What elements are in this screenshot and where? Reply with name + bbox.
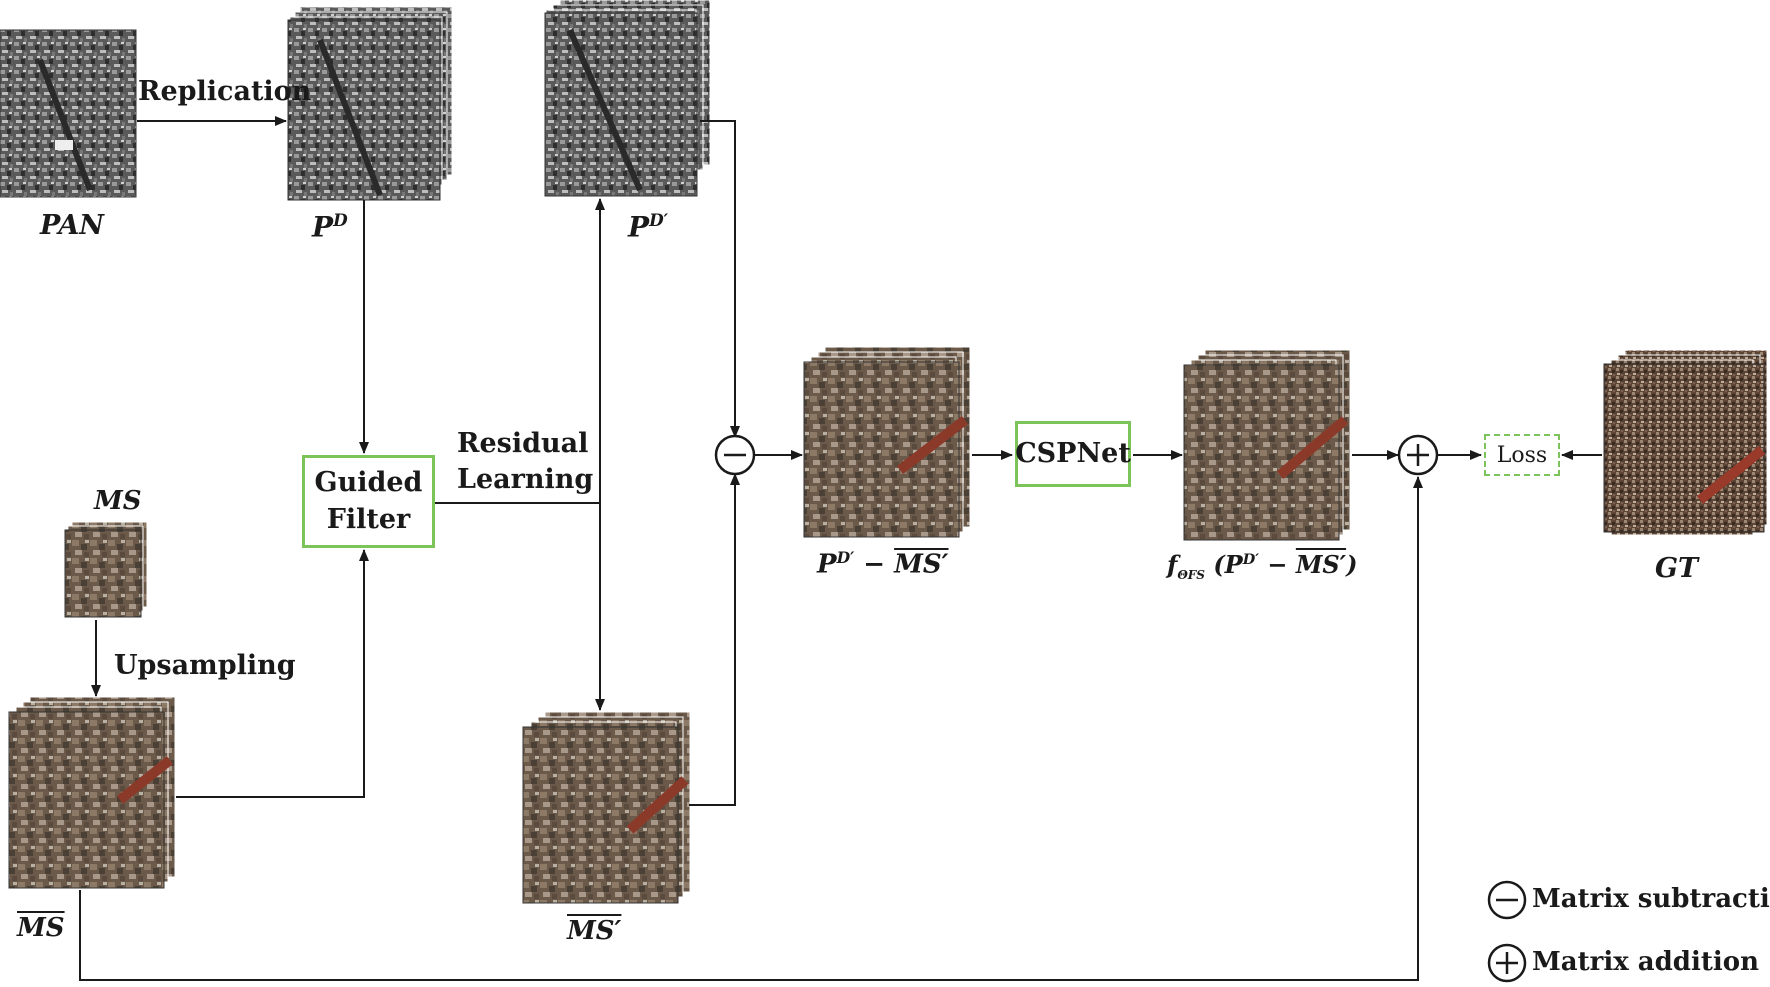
gt-label: GT — [1655, 553, 1699, 584]
loss-block: Loss — [1484, 434, 1560, 476]
guided-filter-line2: Filter — [326, 503, 411, 535]
arrow-pdp-to-sub — [700, 120, 740, 438]
legend-addition-label: Matrix addition — [1532, 947, 1759, 977]
ms-prime-image-stack — [522, 711, 691, 904]
ms-label: MS — [94, 486, 142, 516]
f-label-arg-sup: D′ — [1242, 551, 1260, 568]
gt-image-stack — [1603, 349, 1768, 536]
f-label-name: f — [1167, 550, 1178, 579]
f-label: fΘFS (PD′ − MS′) — [1167, 550, 1358, 582]
pd-label-sup: D — [333, 210, 348, 230]
f-label-arg-ms: MS′ — [1295, 550, 1347, 579]
f-label-arg-p: (P — [1204, 550, 1243, 579]
diff-label-ms: MS′ — [894, 549, 949, 580]
f-label-arg-minus: − — [1259, 550, 1296, 579]
ms-up-image-stack — [8, 696, 176, 889]
pdp-image-stack — [544, 0, 711, 197]
subtraction-operator — [714, 434, 756, 476]
loss-label: Loss — [1496, 442, 1548, 468]
pan-image — [0, 29, 137, 198]
diff-label: PD′ − MS′ — [817, 550, 949, 578]
pd-image-stack — [287, 6, 453, 201]
f-label-sub: ΘFS — [1177, 567, 1205, 582]
pdp-label-sup: D′ — [649, 210, 669, 230]
legend-subtraction-icon — [1487, 880, 1527, 920]
ms-prime-label: MS′ — [567, 916, 622, 946]
arrow-msup-to-add — [79, 476, 1423, 981]
upsampling-label: Upsampling — [114, 650, 296, 681]
f-output-image-stack — [1183, 349, 1351, 541]
arrow-msup-to-guided — [176, 549, 369, 798]
diff-label-sup: D′ — [836, 548, 855, 567]
residual-label-line1: Residual — [457, 428, 589, 459]
addition-operator — [1397, 434, 1439, 476]
residual-label-line2: Learning — [457, 464, 594, 495]
pd-label: PD — [312, 212, 348, 241]
legend-addition-icon — [1487, 943, 1527, 983]
legend-subtraction-label: Matrix subtraction — [1532, 884, 1770, 914]
pan-label: PAN — [40, 210, 104, 241]
diff-label-minus: − — [854, 549, 895, 580]
connectors — [79, 116, 1602, 981]
cspnet-block: CSPNet — [1015, 421, 1131, 487]
pd-label-base: P — [312, 210, 334, 244]
guided-filter-line1: Guided — [314, 467, 423, 499]
replication-label: Replication — [138, 76, 312, 107]
ms-up-label: MS — [17, 913, 65, 943]
ms-image-stack — [64, 521, 148, 618]
pdp-label: PD′ — [628, 212, 668, 241]
diff-label-p: P — [817, 549, 837, 580]
diff-image-stack — [803, 346, 971, 538]
f-label-arg-close: ) — [1346, 550, 1358, 579]
cspnet-label: CSPNet — [1015, 437, 1131, 469]
pdp-label-base: P — [628, 210, 650, 244]
arrow-msprime-to-sub — [689, 473, 740, 806]
